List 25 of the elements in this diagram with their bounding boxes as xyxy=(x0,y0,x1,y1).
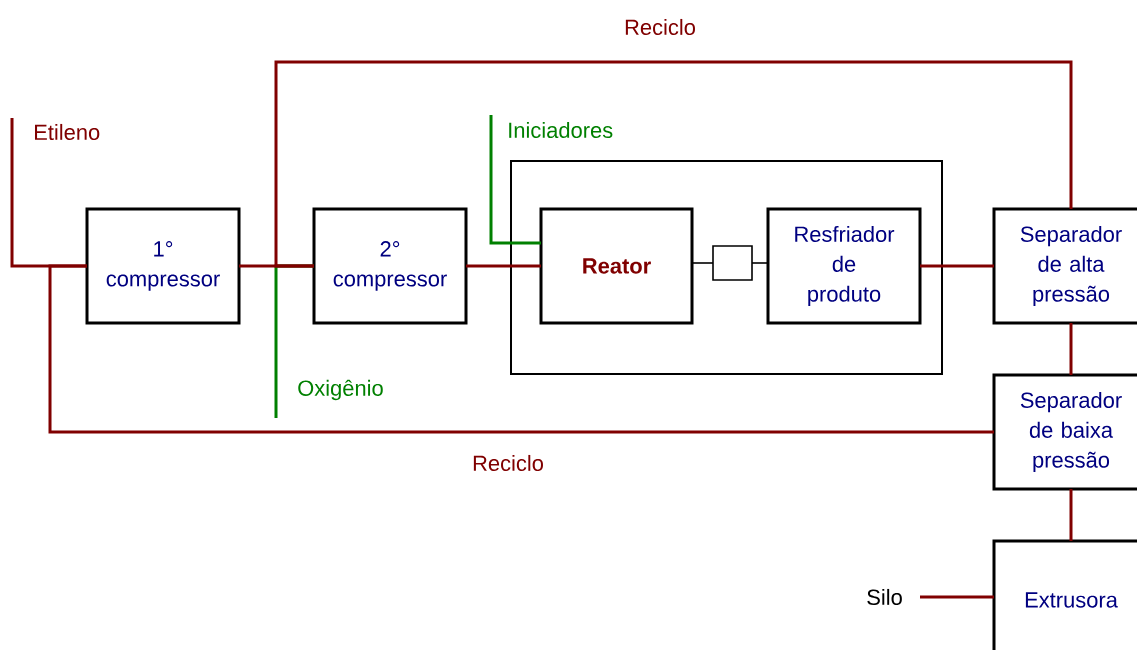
unit-frame xyxy=(510,160,943,375)
process-box: Resfriador de produto xyxy=(766,207,922,325)
edge-label: Reciclo xyxy=(473,454,543,472)
pipe-line xyxy=(274,60,1073,268)
process-box: Separador de baixa pressão xyxy=(992,373,1137,491)
pipe-line xyxy=(920,595,994,599)
edge-label: Reciclo xyxy=(625,18,695,36)
process-box: Extrusora xyxy=(992,539,1137,650)
pipe-line xyxy=(1069,489,1073,541)
pipe-line xyxy=(920,264,994,268)
input-label: Iniciadores xyxy=(509,121,613,139)
pipe-line xyxy=(751,262,769,264)
input-label: Oxigênio xyxy=(298,379,383,401)
process-box: 1° compressor xyxy=(85,207,241,325)
process-box: Reator xyxy=(539,207,694,325)
pipe-line xyxy=(466,264,541,268)
process-box: Separador de alta pressão xyxy=(992,207,1137,325)
pipe-line xyxy=(48,264,994,434)
output-label: Silo xyxy=(867,588,902,606)
pipe-line xyxy=(1069,323,1073,375)
process-box: 2° compressor xyxy=(312,207,468,325)
small-box xyxy=(712,245,753,281)
input-label: Etileno xyxy=(35,123,100,141)
pipe-line xyxy=(691,262,714,264)
pipe-line xyxy=(489,115,541,245)
